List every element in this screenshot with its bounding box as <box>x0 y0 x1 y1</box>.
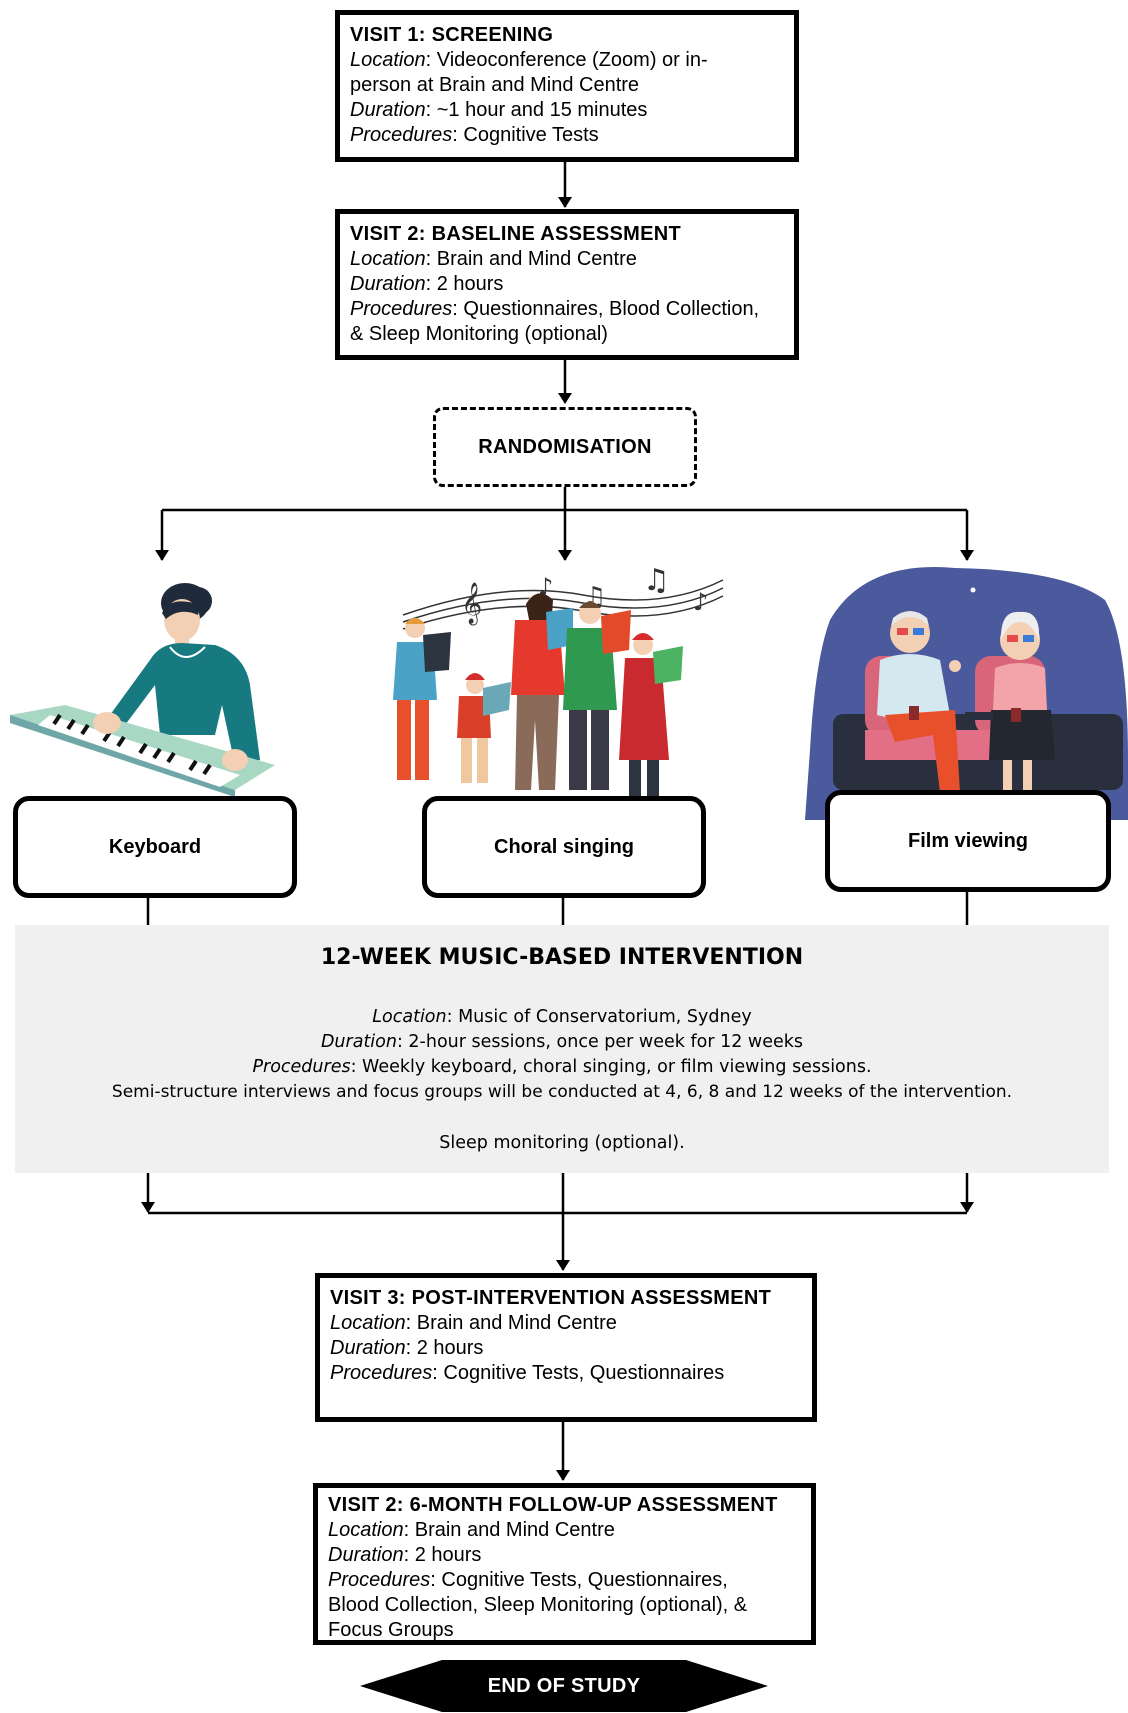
choral-arm-box: Choral singing <box>422 796 706 898</box>
followup-procedures-cont2: Focus Groups <box>328 1619 454 1641</box>
visit3-duration-label: Duration <box>330 1337 406 1359</box>
visit3-location-value: : Brain and Mind Centre <box>405 1312 617 1334</box>
intervention-panel: 12-WEEK MUSIC-BASED INTERVENTION Locatio… <box>15 925 1109 1173</box>
end-of-study-label: END OF STUDY <box>487 1674 641 1697</box>
svg-text:𝄞: 𝄞 <box>461 582 482 625</box>
randomisation-box: RANDOMISATION <box>433 407 697 487</box>
film-viewing-illustration <box>805 567 1128 820</box>
followup-duration-label: Duration <box>328 1544 404 1566</box>
svg-text:♫: ♫ <box>643 563 670 598</box>
followup-box: VISIT 2: 6-MONTH FOLLOW-UP ASSESSMENT Lo… <box>313 1483 816 1645</box>
intervention-duration-value: : 2-hour sessions, once per week for 12 … <box>396 1032 804 1052</box>
visit1-procedures-value: : Cognitive Tests <box>452 124 599 146</box>
visit3-duration-value: : 2 hours <box>405 1337 484 1359</box>
visit2-duration-value: : 2 hours <box>425 273 504 295</box>
film-arm-label: Film viewing <box>907 829 1029 852</box>
visit2-procedures-value: : Questionnaires, Blood Collection, <box>452 298 760 320</box>
intervention-location-label: Location <box>372 1007 447 1027</box>
visit1-location-value: : Videoconference (Zoom) or in- <box>425 49 708 71</box>
visit1-box: VISIT 1: SCREENING Location: Videoconfer… <box>335 10 799 162</box>
randomisation-label: RANDOMISATION <box>478 435 652 458</box>
visit3-box: VISIT 3: POST-INTERVENTION ASSESSMENT Lo… <box>315 1273 817 1422</box>
intervention-title: 12-WEEK MUSIC-BASED INTERVENTION <box>320 945 804 970</box>
intervention-procedures-label: Procedures <box>252 1057 351 1077</box>
visit3-location-label: Location <box>330 1312 406 1334</box>
visit2-location-label: Location <box>350 248 426 270</box>
visit1-location-cont: person at Brain and Mind Centre <box>350 74 640 96</box>
intervention-sleep: Sleep monitoring (optional). <box>439 1133 685 1153</box>
followup-location-value: : Brain and Mind Centre <box>403 1519 615 1541</box>
followup-procedures-label: Procedures <box>328 1569 431 1591</box>
visit3-title: VISIT 3: POST-INTERVENTION ASSESSMENT <box>330 1287 772 1309</box>
visit2-location-value: : Brain and Mind Centre <box>425 248 637 270</box>
visit1-procedures-label: Procedures <box>350 124 453 146</box>
svg-text:♪: ♪ <box>693 588 708 616</box>
end-of-study-shape <box>360 1660 768 1712</box>
choral-arm-label: Choral singing <box>494 835 634 858</box>
visit1-duration-value: : ~1 hour and 15 minutes <box>425 99 648 121</box>
followup-title: VISIT 2: 6-MONTH FOLLOW-UP ASSESSMENT <box>328 1494 778 1516</box>
intervention-duration-label: Duration <box>320 1032 397 1052</box>
keyboard-arm-label: Keyboard <box>108 835 202 858</box>
visit2-procedures-cont: & Sleep Monitoring (optional) <box>350 323 608 345</box>
choral-singers-illustration: 𝄞 ♪ ♫ ♫ ♪ <box>393 563 724 798</box>
intervention-interviews: Semi-structure interviews and focus grou… <box>111 1082 1013 1102</box>
visit1-location-label: Location <box>350 49 426 71</box>
keyboard-arm-box: Keyboard <box>13 796 297 898</box>
end-of-study-box: END OF STUDY <box>360 1660 768 1712</box>
followup-procedures-cont1: Blood Collection, Sleep Monitoring (opti… <box>328 1594 748 1616</box>
visit2-box: VISIT 2: BASELINE ASSESSMENT Location: B… <box>335 209 799 360</box>
visit2-duration-label: Duration <box>350 273 426 295</box>
visit2-procedures-label: Procedures <box>350 298 453 320</box>
followup-duration-value: : 2 hours <box>403 1544 482 1566</box>
film-arm-box: Film viewing <box>825 790 1111 892</box>
followup-procedures-value: : Cognitive Tests, Questionnaires, <box>430 1569 728 1591</box>
intervention-location-value: : Music of Conservatorium, Sydney <box>446 1007 752 1027</box>
visit2-title: VISIT 2: BASELINE ASSESSMENT <box>350 223 682 245</box>
visit3-procedures-label: Procedures <box>330 1362 433 1384</box>
followup-location-label: Location <box>328 1519 404 1541</box>
keyboard-player-illustration <box>10 583 275 797</box>
visit1-title: VISIT 1: SCREENING <box>350 24 554 46</box>
visit3-procedures-value: : Cognitive Tests, Questionnaires <box>432 1362 725 1384</box>
visit1-duration-label: Duration <box>350 99 426 121</box>
intervention-procedures-value: : Weekly keyboard, choral singing, or fi… <box>350 1057 872 1077</box>
